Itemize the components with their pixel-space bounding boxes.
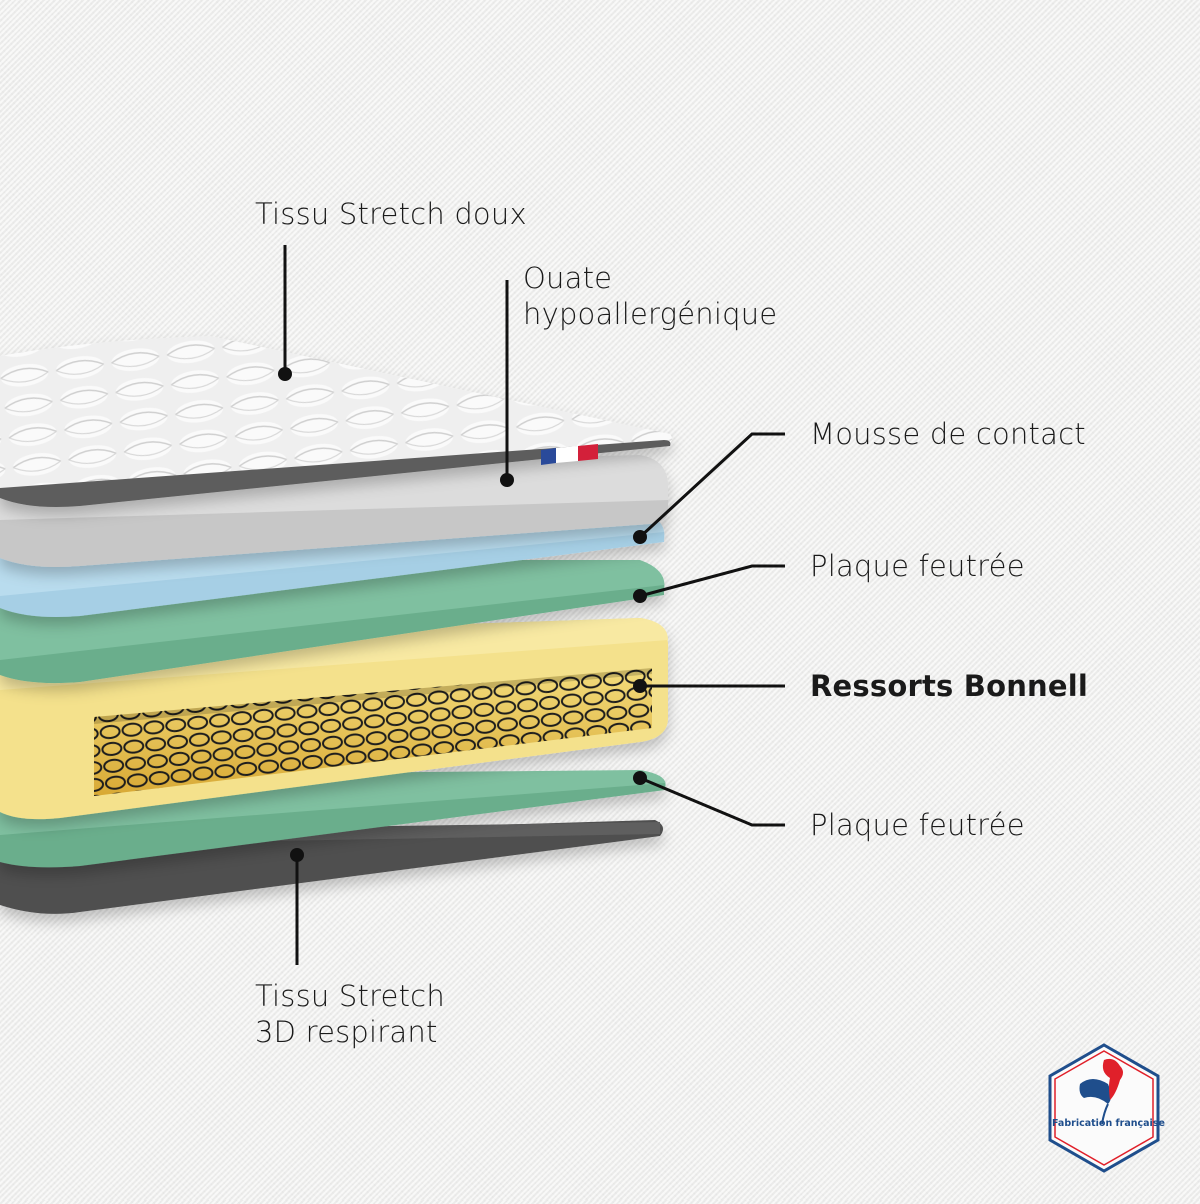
label-plaque-feutree-bottom: Plaque feutrée: [810, 808, 1025, 842]
callout-dots: [278, 367, 647, 862]
callout-lines: [283, 245, 785, 965]
label-ressorts-bonnell: Ressorts Bonnell: [810, 669, 1089, 703]
rooster-icon: [1079, 1058, 1123, 1125]
label-line: Tissu Stretch: [255, 979, 445, 1013]
label-line: 3D respirant: [255, 1015, 438, 1049]
badge-text: Fabrication française: [1052, 1118, 1165, 1129]
flag-tag-icon: [541, 444, 598, 465]
label-line: Ouate: [523, 261, 613, 295]
label-line: hypoallergénique: [523, 297, 778, 331]
label-tissu-stretch-3d-respirant: Tissu Stretch 3D respirant: [255, 978, 445, 1050]
label-ouate-hypoallergenique: Ouate hypoallergénique: [523, 260, 777, 332]
label-tissu-stretch-doux: Tissu Stretch doux: [255, 197, 527, 231]
layer-tissu-stretch-doux: [0, 336, 672, 507]
label-plaque-feutree-top: Plaque feutrée: [810, 549, 1025, 583]
fabrication-francaise-badge: [1048, 1043, 1160, 1173]
label-mousse-de-contact: Mousse de contact: [810, 417, 1086, 451]
